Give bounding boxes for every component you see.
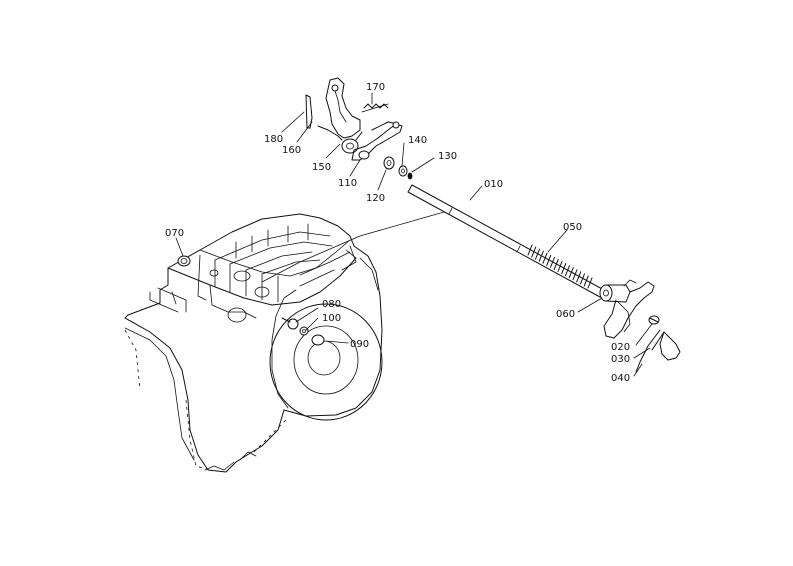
spring — [527, 244, 593, 289]
callout-150: 150 — [312, 162, 331, 173]
callout-030: 030 — [611, 354, 630, 365]
callout-090: 090 — [350, 339, 369, 350]
shift-fork — [599, 279, 655, 339]
callout-110: 110 — [338, 178, 357, 189]
callout-080: 080 — [322, 299, 341, 310]
callout-180: 180 — [264, 134, 283, 145]
leader-lines — [175, 92, 653, 377]
lever-assembly — [305, 77, 403, 161]
callout-010: 010 — [484, 179, 503, 190]
leader-line — [261, 211, 445, 283]
callout-130: 130 — [438, 151, 457, 162]
callout-050: 050 — [563, 222, 582, 233]
shift-rod — [407, 184, 605, 298]
transmission-housing — [124, 213, 383, 473]
callout-070: 070 — [165, 228, 184, 239]
callout-120: 120 — [366, 193, 385, 204]
callout-060: 060 — [556, 309, 575, 320]
washers — [383, 156, 413, 180]
callout-160: 160 — [282, 145, 301, 156]
callout-140: 140 — [408, 135, 427, 146]
callout-020: 020 — [611, 342, 630, 353]
plug-070 — [177, 255, 191, 267]
callout-170: 170 — [366, 82, 385, 93]
seal-parts — [281, 317, 325, 346]
callout-040: 040 — [611, 373, 630, 384]
spring-coils — [527, 244, 593, 289]
callout-labels: 170 180 160 150 110 120 140 130 010 070 … — [165, 82, 630, 384]
callout-100: 100 — [322, 313, 341, 324]
fork-pin-set — [635, 315, 681, 373]
